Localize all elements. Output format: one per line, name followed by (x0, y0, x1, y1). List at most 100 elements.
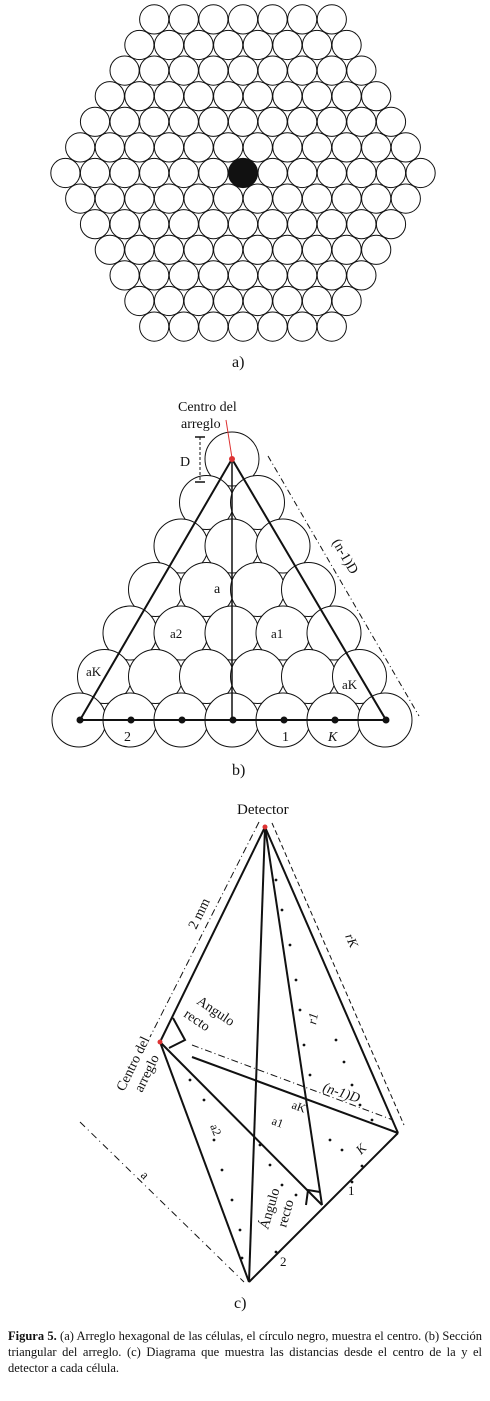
diagram-point (298, 1008, 302, 1012)
base-point (229, 716, 237, 724)
array-cell (375, 157, 407, 189)
diagram-point (294, 1193, 298, 1197)
right-angle-bottom (305, 1188, 321, 1206)
diagram-point (274, 878, 278, 882)
array-cell (257, 55, 288, 86)
array-cell (272, 183, 303, 214)
r1-label: r1 (304, 1012, 321, 1026)
array-cell (124, 29, 155, 61)
array-cell (242, 132, 273, 163)
array-cell (65, 132, 96, 163)
array-cell (124, 132, 155, 163)
d-label: D (180, 455, 190, 470)
array-cell (257, 209, 288, 240)
array-cell (242, 234, 273, 265)
diagram-point (238, 1228, 242, 1232)
diagram-point (188, 1078, 192, 1082)
array-cell (168, 209, 199, 240)
array-cell (331, 183, 362, 214)
array-cell (390, 132, 421, 163)
a2-label: a2 (170, 626, 182, 641)
array-cell (153, 132, 185, 163)
array-cell (227, 311, 259, 342)
base-point (280, 716, 288, 724)
array-cell (301, 285, 333, 317)
array-cell (94, 234, 125, 265)
a1-label-c: a1 (270, 1114, 285, 1131)
array-cell (168, 260, 199, 291)
array-cell (316, 260, 347, 291)
array-cell (198, 4, 229, 35)
panel-a-label: a) (232, 354, 244, 371)
a-dimension-line (79, 1121, 245, 1283)
array-cell (139, 55, 170, 86)
array-cell (331, 29, 362, 61)
diagram-point (240, 1256, 244, 1260)
array-cell (272, 29, 303, 61)
mm-label: 2 mm (186, 896, 214, 932)
num-1-label: 1 (282, 730, 289, 745)
a1-label: a1 (271, 626, 283, 641)
diagram-point (280, 1183, 284, 1187)
array-cell (301, 81, 333, 112)
diagram-point (268, 1163, 272, 1167)
array-cell (375, 106, 407, 137)
array-cell (227, 4, 259, 35)
base-point (127, 716, 135, 724)
array-cell (346, 157, 377, 189)
array-cell (390, 183, 421, 214)
n1d-label-c: (n-1)D (321, 1081, 362, 1107)
array-cell (213, 285, 244, 317)
diagram-point (258, 1143, 262, 1147)
num-1-label-c: 1 (348, 1183, 355, 1198)
array-cell (213, 81, 244, 112)
array-cell (183, 234, 214, 265)
array-cell (346, 106, 377, 137)
array-cell (213, 29, 244, 61)
array-cell (331, 81, 362, 112)
a-label: a (214, 582, 221, 597)
array-cell (316, 209, 347, 240)
array-cell (153, 183, 185, 214)
array-cell (198, 209, 229, 240)
array-cell (227, 55, 259, 86)
array-cell (213, 132, 244, 163)
diagram-point (280, 908, 284, 912)
array-cell (287, 260, 318, 291)
array-cell (198, 106, 229, 137)
base-point (382, 716, 390, 724)
diagram-point (230, 1198, 234, 1202)
caption-bold: Figura 5. (8, 1329, 57, 1343)
array-cell (139, 311, 170, 342)
array-cell (287, 209, 318, 240)
array-cell (257, 311, 288, 342)
detector-red-dot (262, 824, 268, 830)
array-cell (153, 29, 185, 61)
array-cell (227, 106, 259, 137)
array-cell (153, 285, 185, 317)
array-cell (50, 157, 81, 189)
array-cell (287, 4, 318, 35)
array-cell (139, 106, 170, 137)
array-cell (139, 157, 170, 189)
diagram-point (370, 1118, 374, 1122)
array-cell (346, 260, 377, 291)
center-label-line1: Centro del (178, 400, 237, 415)
rk-dimension-line (271, 822, 405, 1126)
array-cell (109, 209, 140, 240)
array-cell (331, 234, 362, 265)
angulo-bottom-line2: recto (275, 1198, 297, 1229)
base-point (331, 716, 339, 724)
array-cell (124, 81, 155, 112)
array-cell (109, 55, 140, 86)
array-cell (94, 183, 125, 214)
array-cell (301, 29, 333, 61)
diagram-point (308, 1073, 312, 1077)
array-cell (65, 183, 96, 214)
array-cell (361, 132, 392, 163)
array-cell (183, 81, 214, 112)
array-cell (94, 81, 125, 112)
array-cell (257, 157, 288, 189)
diagram-point (358, 1103, 362, 1107)
diagram-point (294, 978, 298, 982)
